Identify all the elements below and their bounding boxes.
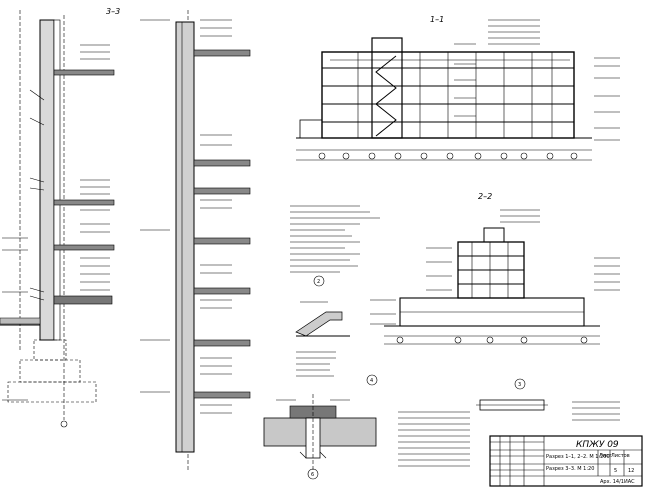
section-2-2-elevation: 2–2 3 4 — [366, 192, 620, 390]
section-3-3-wall-detail: 3–3 — [0, 7, 120, 428]
stamp-subtitle-2: Разрез 3–3. М 1:20 — [546, 466, 594, 472]
detail-marker-3: 3 — [518, 382, 521, 388]
detail-marker-4: 4 — [370, 378, 373, 384]
section-2-2-title: 2–2 — [478, 192, 492, 201]
detail-marker-6: 6 — [311, 472, 314, 478]
stamp-sheets-label: Листов — [611, 453, 630, 459]
title-block-stamp: КПЖУ 09 Разрез 1–1, 2–2. М 1:200 Разрез … — [489, 435, 643, 487]
stamp-sheet-total: 12 — [628, 468, 634, 474]
stamp-sheet-label: Лист — [599, 453, 612, 459]
section-1-1-title: 1–1 — [430, 15, 444, 24]
middle-wall-detail — [140, 10, 251, 470]
stamp-org: Арх. 14/1ИАС — [600, 479, 635, 485]
detail-6-foundation-joint: 6 — [263, 394, 377, 480]
detail-marker-2: 2 — [317, 279, 320, 285]
stamp-subtitle-1: Разрез 1–1, 2–2. М 1:200 — [546, 454, 610, 460]
notes-list-and-detail: 2 — [290, 205, 380, 377]
stamp-sheet-no: 5 — [614, 468, 617, 474]
stamp-code: КПЖУ 09 — [576, 440, 619, 450]
legend-notes — [398, 399, 620, 467]
section-3-3-title: 3–3 — [106, 7, 120, 16]
section-1-1-elevation: 1–1 — [296, 15, 620, 161]
